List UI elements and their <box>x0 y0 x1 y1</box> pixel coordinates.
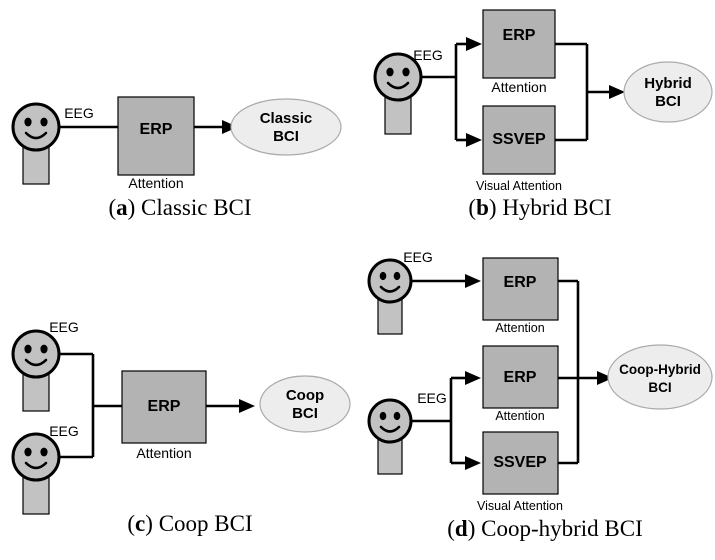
processing-box-sublabel: Attention <box>495 409 544 423</box>
eeg-label: EEG <box>49 319 79 335</box>
processing-box-label: SSVEP <box>493 454 547 471</box>
caption-paren: ) <box>468 516 481 541</box>
output-ellipse <box>607 344 713 410</box>
eeg-label: EEG <box>403 249 433 265</box>
caption-letter: a <box>116 195 128 220</box>
processing-box-label: ERP <box>140 121 173 138</box>
caption-letter: c <box>135 511 145 536</box>
output-ellipse-line1: Hybrid <box>644 75 692 92</box>
output-ellipse-line1: Classic <box>260 110 313 127</box>
processing-box <box>117 96 195 176</box>
processing-box <box>482 345 559 409</box>
panel-caption: (b) Hybrid BCI <box>468 195 611 220</box>
arrow-icon <box>466 133 482 147</box>
person-icon <box>11 102 61 185</box>
output-ellipse-line2: BCI <box>655 93 681 110</box>
arrow-icon <box>609 85 625 99</box>
caption-paren: ( <box>468 195 476 220</box>
output-ellipse-line2: BCI <box>292 405 318 422</box>
output-ellipse-line1: Coop <box>286 387 324 404</box>
arrow-icon <box>465 456 481 470</box>
output-ellipse <box>230 98 342 156</box>
output-ellipse-line1: Coop-Hybrid <box>619 362 701 377</box>
processing-box <box>121 370 207 444</box>
processing-box-sublabel: Visual Attention <box>477 499 563 513</box>
caption-paren: ) <box>128 195 141 220</box>
panel-caption: (a) Classic BCI <box>108 195 251 220</box>
caption-text: Hybrid BCI <box>502 195 611 220</box>
output-ellipse <box>259 375 351 433</box>
processing-box-sublabel: Attention <box>128 175 183 191</box>
processing-box-sublabel: Attention <box>495 321 544 335</box>
caption-letter: d <box>455 516 468 541</box>
caption-paren: ( <box>127 511 135 536</box>
processing-box <box>482 431 559 495</box>
person-icon <box>373 52 423 135</box>
caption-letter: b <box>476 195 489 220</box>
output-ellipse-line2: BCI <box>648 380 671 395</box>
panel-b: EEG ERP Attention SSVEP Visual Attention… <box>373 9 713 220</box>
caption-text: Coop-hybrid BCI <box>481 516 643 541</box>
panel-caption: (d) Coop-hybrid BCI <box>447 516 643 541</box>
eeg-label: EEG <box>64 105 94 121</box>
processing-box-label: SSVEP <box>492 131 546 148</box>
panel-c: EEG EEG ERP Attention Coop BCI (c) Coop … <box>11 319 351 536</box>
person-icon <box>367 258 413 335</box>
panel-caption: (c) Coop BCI <box>127 511 252 536</box>
output-ellipse-line2: BCI <box>273 128 299 145</box>
caption-paren: ( <box>447 516 455 541</box>
eeg-label: EEG <box>413 47 443 63</box>
processing-box-sublabel: Attention <box>491 79 546 95</box>
processing-box <box>482 9 556 79</box>
processing-box <box>482 257 559 321</box>
processing-box <box>482 105 556 175</box>
caption-text: Coop BCI <box>159 511 253 536</box>
caption-paren: ) <box>145 511 158 536</box>
person-icon <box>11 432 61 515</box>
eeg-label: EEG <box>49 423 79 439</box>
processing-box-sublabel: Attention <box>136 445 191 461</box>
panel-a: EEG ERP Attention Classic BCI (a) Classi… <box>11 96 342 220</box>
caption-text: Classic BCI <box>141 195 252 220</box>
panel-d: EEG ERP Attention EEG ERP Attention SSVE <box>367 249 713 541</box>
eeg-label: EEG <box>417 390 447 406</box>
person-icon <box>367 398 413 475</box>
arrow-icon <box>466 37 482 51</box>
person-icon <box>11 329 61 412</box>
arrow-icon <box>465 274 481 288</box>
processing-box-sublabel: Visual Attention <box>476 179 562 193</box>
processing-box-label: ERP <box>503 27 536 44</box>
processing-box-label: ERP <box>148 398 181 415</box>
caption-paren: ( <box>108 195 116 220</box>
processing-box-label: ERP <box>504 369 537 386</box>
arrow-icon <box>239 399 255 413</box>
processing-box-label: ERP <box>504 274 537 291</box>
caption-paren: ) <box>489 195 502 220</box>
output-ellipse <box>623 61 713 123</box>
arrow-icon <box>465 371 481 385</box>
